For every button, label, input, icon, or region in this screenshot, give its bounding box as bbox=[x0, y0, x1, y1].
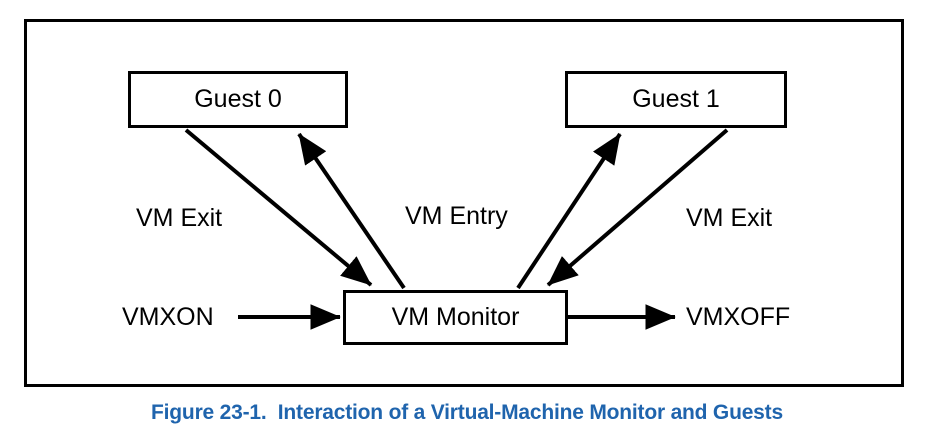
arrow-vm-entry-guest0 bbox=[297, 132, 406, 290]
label-vmxon: VMXON bbox=[122, 303, 214, 331]
arrow-vm-exit-guest0 bbox=[184, 128, 373, 287]
node-guest-0-label: Guest 0 bbox=[194, 85, 282, 113]
node-guest-1-label: Guest 1 bbox=[632, 85, 720, 113]
arrow-vm-exit-guest1 bbox=[546, 128, 729, 287]
label-vm-exit-left: VM Exit bbox=[136, 204, 223, 232]
label-vm-exit-right: VM Exit bbox=[686, 204, 773, 232]
label-vm-entry: VM Entry bbox=[405, 202, 508, 230]
node-vm-monitor: VM Monitor bbox=[343, 290, 568, 345]
diagram-canvas bbox=[184, 128, 729, 330]
node-guest-1: Guest 1 bbox=[565, 71, 787, 128]
arrow-vm-entry-guest1 bbox=[516, 132, 622, 290]
node-guest-0: Guest 0 bbox=[128, 71, 348, 128]
figure-caption: Figure 23-1. Interaction of a Virtual-Ma… bbox=[151, 401, 783, 424]
node-vm-monitor-label: VM Monitor bbox=[391, 303, 520, 331]
label-vmxoff: VMXOFF bbox=[686, 303, 791, 331]
